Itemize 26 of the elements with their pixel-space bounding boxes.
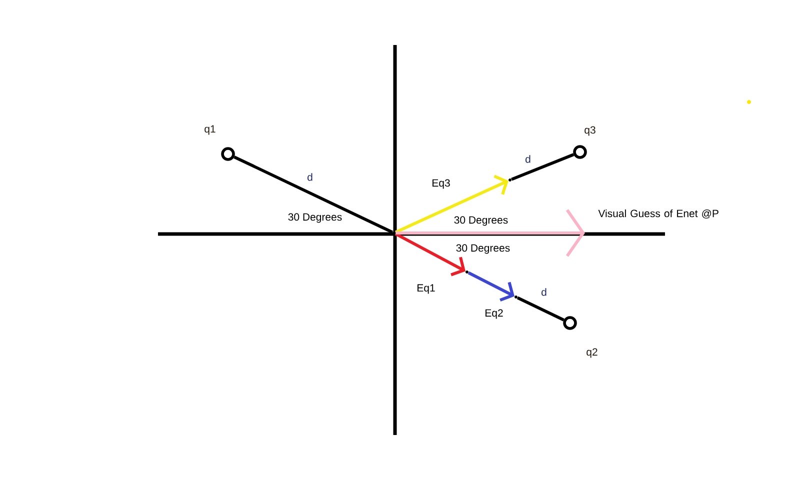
charge-symbol xyxy=(563,316,577,330)
label: Visual Guess of Enet @P xyxy=(598,209,718,219)
charge-label: q2 xyxy=(586,348,598,358)
label: 30 Degrees xyxy=(288,213,342,223)
arrow xyxy=(396,209,585,257)
label: 30 Degrees xyxy=(456,244,510,254)
point xyxy=(466,270,468,274)
edge-label: d xyxy=(526,155,530,163)
edge-label: Eq3 xyxy=(432,179,450,189)
arrow xyxy=(394,174,508,234)
charge-label: q3 xyxy=(584,126,596,136)
label: 30 Degrees xyxy=(454,216,508,226)
line xyxy=(516,296,564,322)
edge-label: d xyxy=(308,173,312,181)
charge-label: q1 xyxy=(204,125,216,135)
charge-symbol xyxy=(573,145,587,159)
edge-label: Eq1 xyxy=(418,284,435,294)
edge-label: Eq2 xyxy=(486,309,503,319)
line xyxy=(511,153,574,181)
edge-label: d xyxy=(542,288,546,296)
arrow xyxy=(468,271,514,302)
point xyxy=(514,296,518,298)
line xyxy=(234,156,394,234)
point xyxy=(508,178,512,182)
arrow xyxy=(394,232,466,276)
charge-symbol xyxy=(221,147,235,161)
